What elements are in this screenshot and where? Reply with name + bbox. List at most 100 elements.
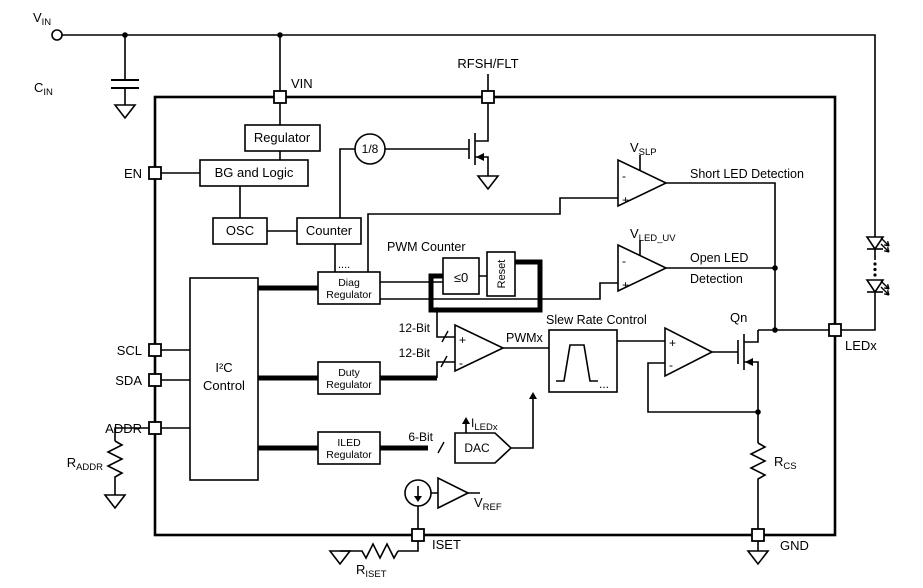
regulator-block (244, 124, 321, 152)
iled-regulator-label2: Regulator (326, 449, 372, 461)
diag-regulator-label2: Regulator (326, 289, 372, 301)
pwm-comparator (454, 323, 505, 373)
i2c-control-block (189, 277, 259, 481)
comparator-plus-sign: + (622, 278, 629, 292)
counter-dots: .... (338, 259, 350, 271)
ground-symbol (113, 104, 137, 120)
counter-label: Counter (306, 223, 353, 238)
junction-dots (122, 32, 778, 415)
bus-width-ticks (437, 330, 449, 454)
pin-label-gnd: GND (780, 538, 809, 553)
pin-gnd (751, 528, 765, 542)
diag-regulator-block (317, 271, 381, 305)
led-string (865, 236, 890, 296)
reset-block (486, 251, 516, 297)
vin-terminal (51, 29, 63, 41)
qn-mosfet (737, 330, 759, 443)
bus-wires (258, 259, 543, 451)
bus12-top-label: 12-Bit (399, 321, 431, 335)
regulator-label: Regulator (254, 130, 311, 145)
pin-label-vin: VIN (291, 76, 313, 91)
cin-label: CIN (34, 80, 53, 98)
slew-waveform-icon (556, 344, 598, 382)
duty-regulator-label: Duty (338, 367, 360, 379)
duty-regulator-block (317, 361, 381, 395)
riset-label: RISET (356, 562, 387, 580)
comparator-plus-sign: + (669, 336, 676, 350)
i2c-control-label: I²C (215, 360, 232, 375)
rfsh-mosfet (468, 103, 489, 176)
pin-addr (148, 421, 162, 435)
resistor-riset (360, 542, 399, 560)
osc-label: OSC (226, 223, 254, 238)
bg-logic-block (199, 159, 309, 187)
led-emission-arrows (880, 237, 890, 296)
pwm-counter-label: PWM Counter (387, 240, 466, 254)
divider-label: 1/8 (362, 142, 379, 156)
iled-regulator-block (317, 431, 381, 465)
reset-label: Reset (496, 260, 508, 289)
iledx-label: ILEDx (471, 416, 498, 433)
resistor-raddr (106, 440, 124, 479)
short-led-comparator (617, 158, 668, 208)
slew-rate-label: Slew Rate Control (546, 313, 647, 327)
duty-regulator-label2: Regulator (326, 379, 372, 391)
gate-driver-amp (664, 326, 714, 378)
vled-uv-label: VLED_UV (630, 226, 676, 244)
input-capacitor (111, 79, 139, 89)
i2c-control-label2: Control (203, 378, 245, 393)
vslp-label: VSLP (630, 140, 657, 158)
vref-label: VREF (474, 495, 502, 513)
raddr-label: RADDR (67, 455, 103, 473)
pin-iset (411, 528, 425, 542)
comparator-minus-sign: - (669, 358, 673, 372)
rcs-label: RCS (774, 454, 797, 472)
chip-boundary (153, 95, 837, 537)
qn-label: Qn (730, 310, 747, 325)
pin-rfsh-flt (481, 90, 495, 104)
comparator-minus-sign: - (622, 254, 626, 268)
pin-label-addr: ADDR (105, 421, 142, 436)
short-led-detection-label: Short LED Detection (690, 167, 804, 181)
ground-symbol (328, 550, 352, 566)
ground-symbol (476, 175, 500, 191)
open-led-comparator (617, 243, 668, 293)
resistor-rcs (749, 442, 767, 481)
current-source-arrowhead (414, 496, 422, 502)
led-symbol (865, 279, 885, 294)
osc-block (212, 217, 268, 245)
pin-ledx (828, 323, 842, 337)
diag-regulator-label: Diag (338, 277, 360, 289)
bus12-bottom-label: 12-Bit (399, 346, 431, 360)
open-led-detection-label2: Detection (690, 272, 743, 286)
iled-regulator-label: ILED (337, 437, 361, 449)
bg-logic-label: BG and Logic (215, 165, 294, 180)
pin-scl (148, 343, 162, 357)
dac-block (454, 432, 513, 464)
dac-label: DAC (464, 441, 490, 455)
comparator-plus-sign: + (622, 193, 629, 207)
pwmx-label: PWMx (506, 331, 544, 345)
vref-buffer (437, 476, 470, 510)
lte-zero-label: ≤0 (454, 270, 468, 285)
lte-zero-block (442, 257, 480, 295)
pin-label-en: EN (124, 166, 142, 181)
comparator-minus-sign: - (622, 169, 626, 183)
comparator-minus-sign: - (459, 356, 463, 370)
counter-block (296, 217, 362, 245)
open-led-detection-label: Open LED (690, 251, 748, 265)
divider-circle (354, 133, 386, 165)
bus6-label: 6-Bit (408, 430, 433, 444)
led-symbol (865, 236, 885, 251)
pin-sda (148, 373, 162, 387)
pin-label-sda: SDA (115, 373, 142, 388)
comparator-plus-sign: + (459, 333, 466, 347)
pin-en (148, 166, 162, 180)
pin-vin (273, 90, 287, 104)
ground-symbol (746, 550, 770, 566)
pin-label-iset: ISET (432, 537, 461, 552)
slew-dots: ... (599, 377, 609, 391)
iledx-arrowhead (462, 417, 470, 424)
ground-symbol (103, 494, 127, 510)
